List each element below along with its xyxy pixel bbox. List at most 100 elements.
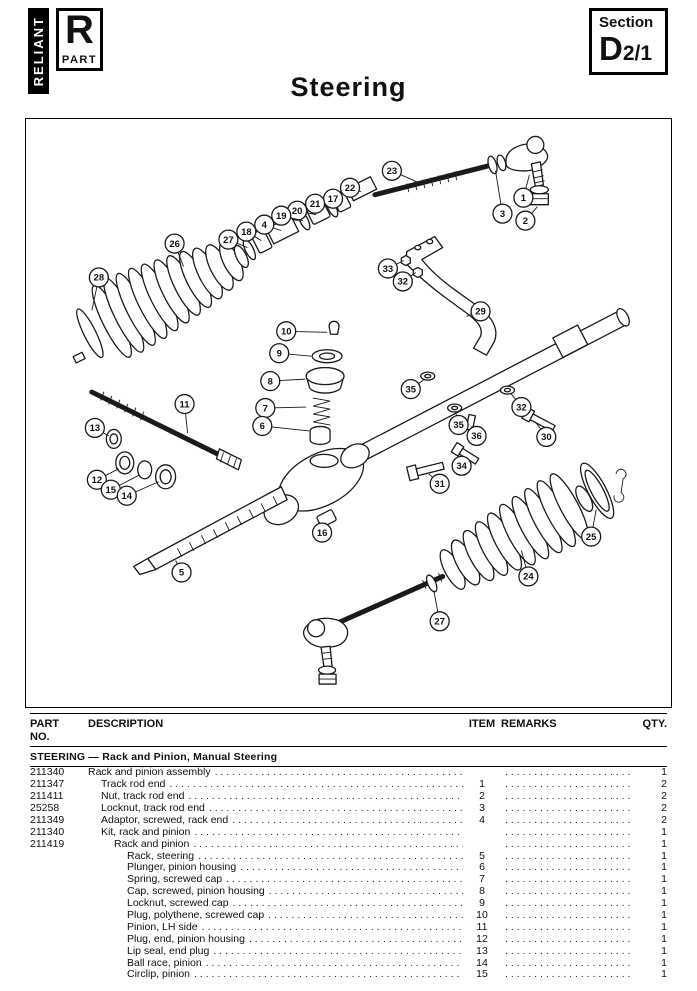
rack-tube-group	[133, 307, 630, 576]
leader-dots	[505, 791, 633, 803]
pinion-stack-group	[305, 320, 345, 446]
svg-text:21: 21	[310, 199, 321, 210]
item-number: 6	[479, 861, 485, 874]
part-description: Rack, steering	[88, 851, 463, 863]
part-number: 211411	[30, 790, 64, 803]
callout-8: 8	[260, 370, 281, 392]
leader-dots	[202, 922, 463, 934]
callout-17: 17	[322, 188, 344, 209]
leader-dots	[268, 910, 463, 922]
leader-dots	[505, 827, 633, 839]
callout-4: 4	[254, 214, 275, 235]
remarks-cell	[501, 934, 633, 946]
table-row: Plug, polythene, screwed cap101	[30, 908, 667, 922]
svg-text:33: 33	[383, 264, 394, 275]
callout-14: 14	[116, 485, 137, 506]
leader-dots	[505, 779, 633, 791]
svg-text:1: 1	[521, 193, 526, 204]
svg-text:27: 27	[434, 617, 445, 628]
callout-16: 16	[311, 522, 333, 543]
table-row: Locknut, screwed cap91	[30, 897, 667, 910]
table-row: Pinion, LH side111	[30, 920, 667, 934]
table-row: Plunger, pinion housing 6 1	[30, 862, 667, 874]
callout-6: 6	[252, 415, 273, 437]
part-number: 25258	[30, 801, 60, 814]
callout-12: 12	[86, 469, 107, 490]
remarks-cell	[501, 969, 633, 981]
callout-2: 2	[515, 210, 536, 231]
callout-3: 3	[492, 203, 513, 224]
svg-text:26: 26	[169, 239, 180, 250]
callout-9: 9	[269, 343, 290, 364]
rack-teeth	[177, 496, 278, 557]
svg-text:32: 32	[398, 277, 409, 288]
callout-5: 5	[171, 562, 192, 583]
item-number: 10	[476, 908, 488, 921]
callout-33: 33	[377, 258, 398, 279]
r-part-logo: R PART	[56, 8, 103, 71]
remarks-cell	[501, 862, 633, 874]
svg-text:28: 28	[94, 273, 105, 284]
table-row: Spring, screwed cap71	[30, 873, 667, 886]
col-header-remarks: REMARKS	[501, 718, 557, 730]
item-number: 3	[479, 801, 485, 814]
part-number	[30, 862, 88, 874]
item-number: 12	[476, 932, 488, 945]
section-label: Section	[599, 14, 654, 31]
leader-dots	[505, 958, 633, 970]
leader-dots	[249, 934, 463, 946]
callout-32: 32	[511, 396, 532, 418]
callout-31: 31	[429, 473, 450, 494]
part-description: Rack and pinion	[88, 839, 463, 851]
leader-dots	[206, 958, 463, 970]
svg-text:20: 20	[292, 206, 303, 217]
part-number	[30, 922, 88, 934]
table-row: Plug, end, pinion housing 12 1	[30, 932, 667, 946]
part-description: Plug, end, pinion housing	[88, 934, 463, 946]
remarks-cell	[501, 803, 633, 815]
svg-text:31: 31	[434, 479, 445, 490]
table-row: Rack, steering51	[30, 849, 667, 863]
svg-text:11: 11	[180, 399, 190, 410]
quantity: 1	[661, 849, 667, 862]
quantity: 2	[661, 790, 667, 803]
svg-text:2: 2	[523, 216, 528, 227]
leader-dots	[505, 946, 633, 958]
item-number: 8	[479, 885, 485, 898]
table-row: Circlip, pinion151	[30, 969, 667, 981]
part-description: Locknut, screwed cap	[88, 898, 463, 910]
part-description: Adaptor, screwed, rack end	[88, 815, 463, 827]
quantity: 1	[661, 861, 667, 874]
quantity: 1	[661, 932, 667, 945]
leader-dots	[505, 898, 633, 910]
page-title: Steering	[290, 72, 407, 102]
col-header-item: ITEM	[468, 718, 496, 730]
part-description: Plunger, pinion housing	[88, 862, 463, 874]
remarks-cell	[501, 958, 633, 970]
svg-text:29: 29	[475, 307, 486, 318]
svg-text:23: 23	[387, 166, 398, 177]
leader-dots	[505, 839, 633, 851]
part-number	[30, 851, 88, 863]
remarks-cell	[501, 791, 633, 803]
svg-text:34: 34	[456, 461, 467, 472]
r-part-letter: R	[65, 8, 94, 52]
part-number: 211340	[30, 766, 65, 779]
item-number: 15	[476, 968, 488, 981]
remarks-cell	[501, 815, 633, 827]
remarks-cell	[501, 839, 633, 851]
leader-dots	[505, 934, 633, 946]
svg-text:14: 14	[121, 491, 132, 502]
svg-text:19: 19	[276, 211, 287, 222]
svg-text:18: 18	[241, 227, 252, 238]
svg-text:27: 27	[223, 235, 234, 246]
remarks-cell	[501, 946, 633, 958]
quantity: 2	[661, 801, 667, 814]
part-description: Kit, rack and pinion	[88, 827, 463, 839]
item-number: 14	[476, 956, 488, 969]
item-number: 11	[476, 920, 488, 933]
